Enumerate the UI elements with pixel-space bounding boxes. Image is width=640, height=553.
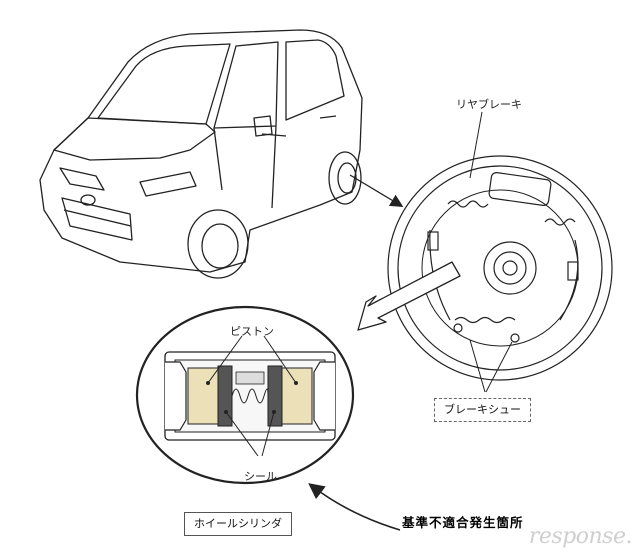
rear-brake-label: リヤブレーキ [456, 98, 522, 111]
piston-right [281, 367, 313, 425]
rear-brake-leader [469, 111, 483, 179]
shoe-leader-2 [485, 341, 513, 393]
brake-shoe-label: ブレーキシュー [434, 398, 531, 422]
defect-location-label: 基準不適合発生箇所 [402, 515, 524, 530]
rear-brake-assembly [387, 155, 613, 381]
wheel-cylinder-zoom [135, 305, 355, 485]
seal-right [267, 365, 283, 427]
seal-label: シール [244, 470, 277, 483]
response-watermark: response. [528, 524, 633, 549]
wheel-cylinder-label: ホイールシリンダ [184, 512, 292, 536]
shoe-leader-1 [469, 339, 486, 393]
wheel-to-brake-arrow [349, 174, 404, 208]
piston-label: ピストン [230, 325, 274, 338]
brake-to-cylinder-arrow [357, 261, 461, 331]
piston-left [187, 367, 219, 425]
defect-arrow [308, 483, 401, 531]
car-illustration [39, 29, 363, 279]
